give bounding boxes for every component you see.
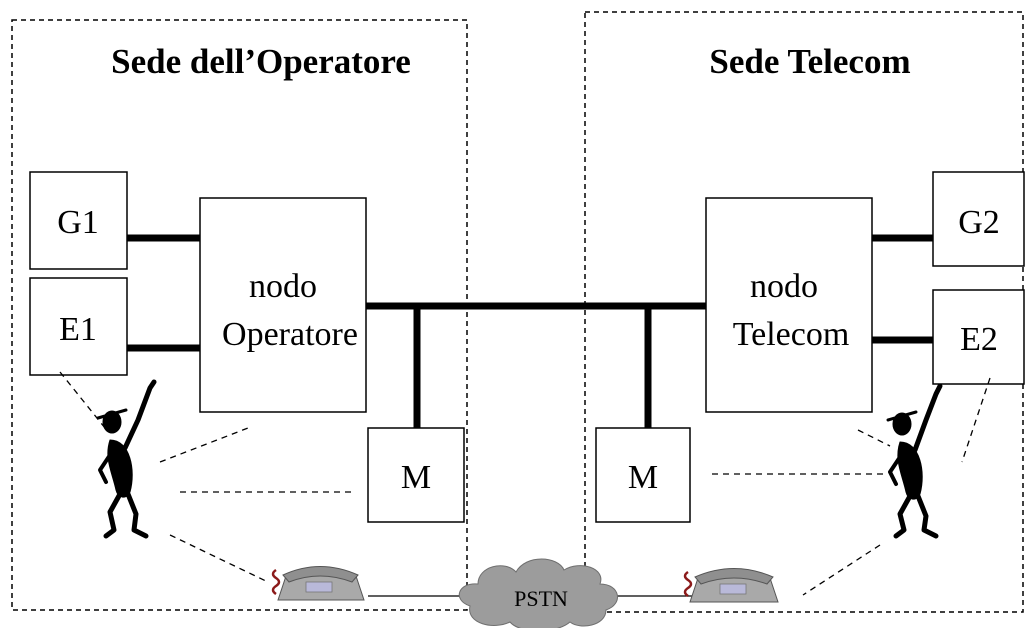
modem-left-label: M xyxy=(401,459,431,496)
network-links xyxy=(127,234,933,428)
node-telecom-label-line1: nodo xyxy=(750,268,818,305)
telephone-right-icon xyxy=(683,568,779,603)
dashed-links xyxy=(59,371,991,596)
modem-right-label: M xyxy=(628,459,658,496)
box-modem-right: M xyxy=(595,427,691,523)
node-operator-label-line1: nodo xyxy=(249,268,317,305)
box-g2: G2 xyxy=(932,171,1025,267)
g2-label: G2 xyxy=(958,204,1000,241)
box-modem-left: M xyxy=(367,427,465,523)
telecom-site-title: Sede Telecom xyxy=(709,42,910,81)
node-operator-label-line2: Operatore xyxy=(222,316,358,353)
dash-e2-person-right xyxy=(961,377,991,463)
pstn-cloud-icon: PSTN xyxy=(458,558,618,628)
dash-node-telecom-person-right xyxy=(857,429,891,447)
person-left-icon xyxy=(96,379,157,539)
box-g1: G1 xyxy=(29,171,128,270)
dash-e1-person-left xyxy=(59,371,106,429)
dash-person-left-phone-left xyxy=(169,534,269,583)
box-node-operator: nodo Operatore xyxy=(199,197,367,413)
operator-site-title: Sede dell’Operatore xyxy=(111,42,411,81)
dash-person-left-node-operator xyxy=(159,427,249,463)
node-telecom-label-line2: Telecom xyxy=(733,316,850,353)
box-e1: E1 xyxy=(29,277,128,376)
telephone-left-icon xyxy=(271,566,365,601)
g1-label: G1 xyxy=(57,204,99,241)
box-e2: E2 xyxy=(932,289,1025,385)
dash-person-right-phone-right xyxy=(802,544,881,596)
pstn-label: PSTN xyxy=(514,586,568,611)
person-right-icon xyxy=(886,383,943,539)
e1-label: E1 xyxy=(59,311,97,348)
e2-label: E2 xyxy=(960,321,998,358)
box-node-telecom: nodo Telecom xyxy=(705,197,873,413)
operator-site-frame xyxy=(11,19,468,611)
